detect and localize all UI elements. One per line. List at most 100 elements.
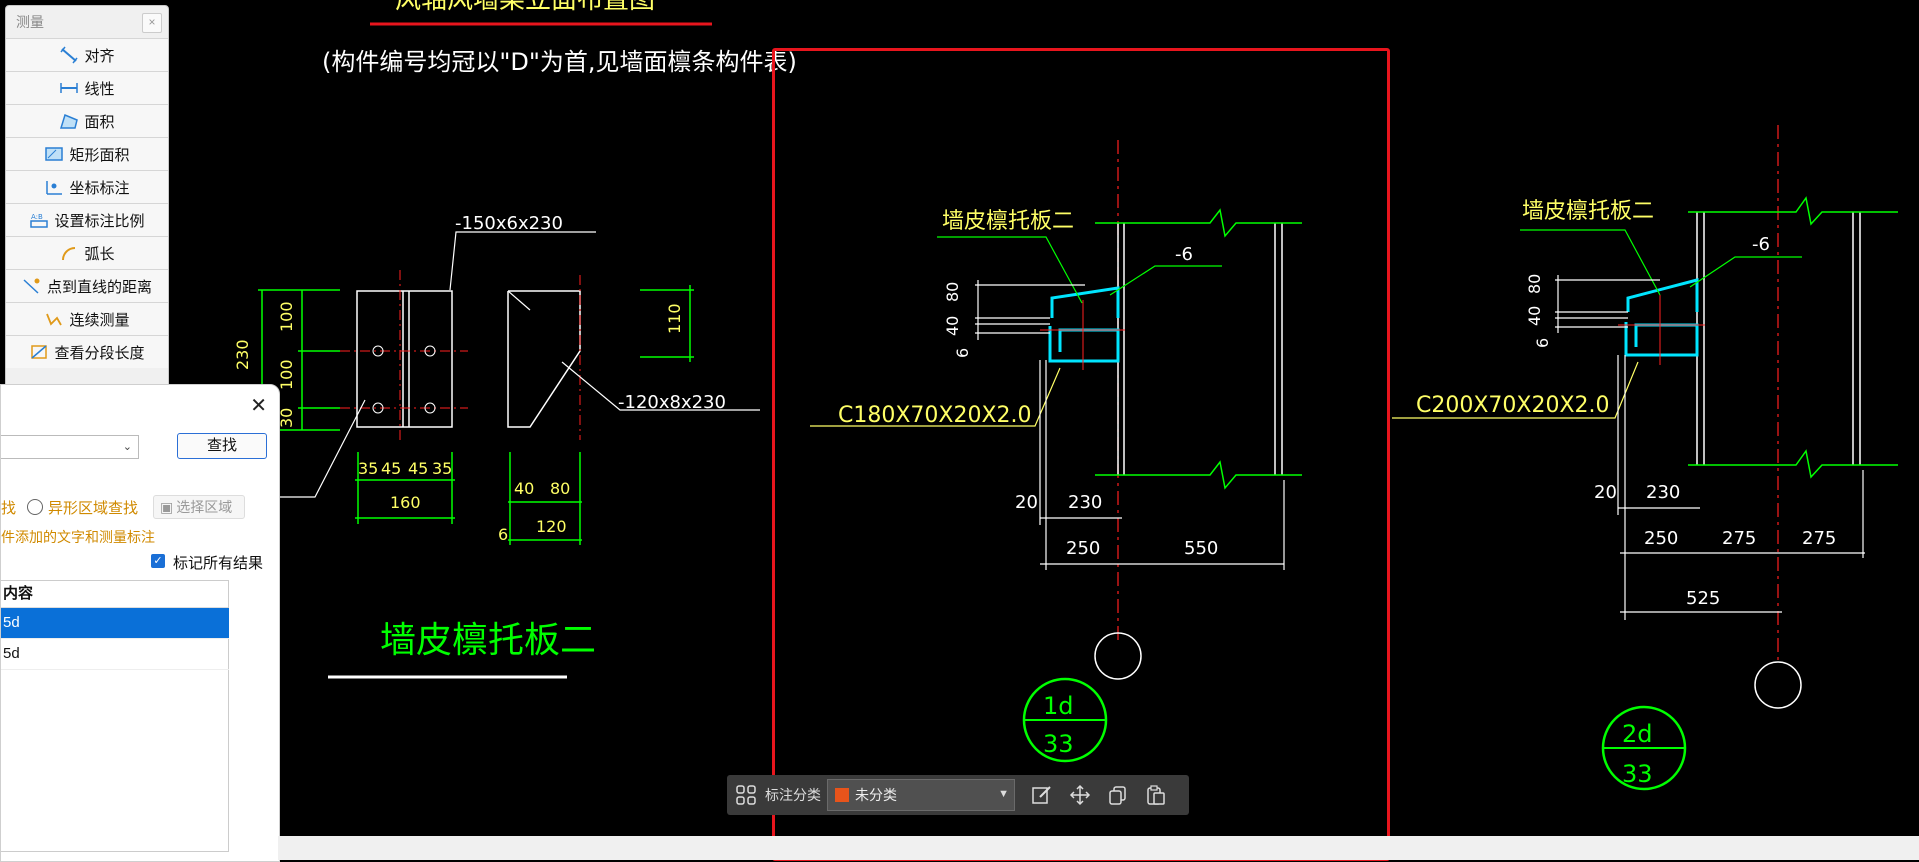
mark-all-checkbox[interactable]: ✓ bbox=[151, 554, 165, 568]
dim-35-b: 35 bbox=[432, 459, 452, 478]
dim-110: 110 bbox=[665, 303, 684, 334]
coordinate-icon bbox=[46, 181, 63, 195]
left-detail-label: 墙皮檩托板二 bbox=[380, 620, 596, 661]
edit-annotation-button[interactable] bbox=[1023, 775, 1061, 815]
measure-arc-button[interactable]: 弧长 bbox=[6, 236, 168, 269]
selection-rectangle[interactable] bbox=[772, 48, 1390, 861]
measure-continuous-button[interactable]: 连续测量 bbox=[6, 302, 168, 335]
result-item[interactable]: 5d bbox=[1, 639, 229, 670]
polygon-find-radio[interactable] bbox=[27, 499, 43, 515]
measure-rect-area-button[interactable]: 矩形面积 bbox=[6, 137, 168, 170]
measure-point-line-button[interactable]: 点到直线的距离 bbox=[6, 269, 168, 302]
measure-align-button[interactable]: 对齐 bbox=[6, 38, 168, 71]
measure-panel: 测量 × 对齐 线性 面积 矩形面积 坐标标注 A:B 设置标注比例 弧长 点到… bbox=[5, 5, 169, 392]
measure-point-line-label: 点到直线的距离 bbox=[46, 278, 152, 296]
right-plate-label: -6 bbox=[1752, 234, 1770, 255]
continuous-measure-icon bbox=[46, 313, 63, 326]
right-section-label: C200X70X20X2.0 bbox=[1416, 393, 1610, 418]
annotation-category-select[interactable]: 未分类 ▼ bbox=[827, 779, 1015, 811]
right-tag-bottom: 33 bbox=[1622, 760, 1653, 788]
measure-coordinate-label: 坐标标注 bbox=[69, 179, 130, 197]
middle-axis-bubble bbox=[1094, 632, 1142, 680]
measure-rect-area-label: 矩形面积 bbox=[69, 146, 130, 164]
area-icon bbox=[60, 113, 79, 129]
right-dim-275-b: 275 bbox=[1802, 528, 1836, 549]
find-hint: 件添加的文字和测量标注 bbox=[1, 529, 155, 545]
select-area-button[interactable]: ▣选择区域 bbox=[153, 495, 245, 519]
result-item[interactable]: 5d bbox=[1, 608, 229, 639]
find-dialog-close-button[interactable]: ✕ bbox=[250, 395, 267, 417]
measure-panel-close-button[interactable]: × bbox=[142, 13, 162, 33]
right-dim-20: 20 bbox=[1594, 482, 1617, 503]
drawing-title: 风轴风墙梁立面布置图 bbox=[395, 0, 655, 15]
measure-panel-title: 测量 bbox=[16, 14, 44, 30]
middle-tag-top: 1d bbox=[1043, 692, 1074, 720]
find-scope-select[interactable]: ⌄ bbox=[1, 435, 139, 459]
select-area-label: 选择区域 bbox=[176, 499, 233, 515]
annotation-category-label: 标注分类 bbox=[765, 787, 821, 803]
dim-45-a: 45 bbox=[381, 459, 401, 478]
point-line-icon bbox=[23, 278, 40, 294]
measure-segment-button[interactable]: 查看分段长度 bbox=[6, 335, 168, 368]
middle-dim-230: 230 bbox=[1068, 492, 1102, 513]
drawing-note: (构件编号均冠以"D"为首,见墙面檩条构件表) bbox=[322, 48, 797, 76]
dim-160: 160 bbox=[390, 493, 421, 512]
copy-icon bbox=[1109, 786, 1126, 805]
middle-detail: 墙皮檩托板二 -6 C180X70X20X2.0 80 40 6 20 230 … bbox=[810, 140, 1302, 763]
dim-100-a: 100 bbox=[277, 301, 296, 332]
find-button[interactable]: 查找 bbox=[177, 433, 267, 459]
rect-area-icon bbox=[45, 147, 64, 161]
find-option-left[interactable]: 找 bbox=[1, 500, 17, 517]
grid-icon bbox=[736, 785, 756, 805]
align-measure-icon bbox=[60, 46, 79, 64]
dropdown-arrow-icon: ▼ bbox=[998, 788, 1009, 800]
annotation-toolbar: 标注分类 未分类 ▼ bbox=[727, 775, 1189, 815]
dim-230-left: 230 bbox=[233, 339, 252, 370]
middle-dim-550: 550 bbox=[1184, 538, 1218, 559]
mark-all-label[interactable]: 标记所有结果 bbox=[173, 555, 264, 572]
measure-segment-label: 查看分段长度 bbox=[54, 344, 145, 362]
grid-menu-button[interactable] bbox=[727, 775, 765, 815]
right-dim-6: 6 bbox=[1533, 338, 1552, 348]
find-dialog: ✕ ⌄ 查找 找 异形区域查找 ▣选择区域 件添加的文字和测量标注 ✓ 标记所有… bbox=[0, 384, 280, 862]
paste-annotation-button[interactable] bbox=[1137, 775, 1175, 815]
select-area-icon: ▣ bbox=[160, 499, 174, 515]
results-list: 内容 5d 5d bbox=[1, 580, 229, 852]
right-tag-top: 2d bbox=[1622, 720, 1653, 748]
paste-icon bbox=[1147, 785, 1165, 805]
right-callout: 墙皮檩托板二 bbox=[1522, 199, 1654, 224]
right-dim-230: 230 bbox=[1646, 482, 1680, 503]
measure-scale-button[interactable]: A:B 设置标注比例 bbox=[6, 203, 168, 236]
measure-arc-label: 弧长 bbox=[84, 245, 115, 263]
polygon-find-label[interactable]: 异形区域查找 bbox=[48, 500, 139, 517]
middle-section-label: C180X70X20X2.0 bbox=[838, 403, 1032, 428]
measure-area-label: 面积 bbox=[84, 113, 115, 131]
measure-linear-button[interactable]: 线性 bbox=[6, 71, 168, 104]
copy-annotation-button[interactable] bbox=[1099, 775, 1137, 815]
segment-length-icon bbox=[31, 345, 48, 359]
dim-40: 40 bbox=[514, 479, 534, 498]
dim-100-b: 100 bbox=[277, 359, 296, 390]
left-detail: -150x6x230 -120x8x230 230 100 100 30 110 bbox=[233, 213, 760, 679]
plate-side-label: -120x8x230 bbox=[618, 392, 726, 413]
dim-35-a: 35 bbox=[358, 459, 378, 478]
dim-30: 30 bbox=[277, 408, 296, 428]
annotation-category-value: 未分类 bbox=[855, 787, 897, 803]
right-dim-80: 80 bbox=[1525, 274, 1544, 294]
right-detail: 墙皮檩托板二 -6 C200X70X20X2.0 80 40 6 20 230 … bbox=[1392, 125, 1898, 791]
right-dim-275-a: 275 bbox=[1722, 528, 1756, 549]
category-color-swatch bbox=[835, 788, 849, 802]
measure-area-button[interactable]: 面积 bbox=[6, 104, 168, 137]
linear-measure-icon bbox=[60, 83, 79, 93]
middle-plate-label: -6 bbox=[1175, 244, 1193, 265]
plate-top-label: -150x6x230 bbox=[455, 213, 563, 234]
move-annotation-button[interactable] bbox=[1061, 775, 1099, 815]
edit-icon bbox=[1032, 786, 1051, 804]
middle-dim-80: 80 bbox=[943, 282, 962, 302]
measure-coordinate-button[interactable]: 坐标标注 bbox=[6, 170, 168, 203]
scale-icon: A:B bbox=[30, 213, 49, 228]
dim-6: 6 bbox=[498, 525, 508, 544]
middle-dim-20: 20 bbox=[1015, 492, 1038, 513]
middle-dim-6: 6 bbox=[953, 348, 972, 358]
